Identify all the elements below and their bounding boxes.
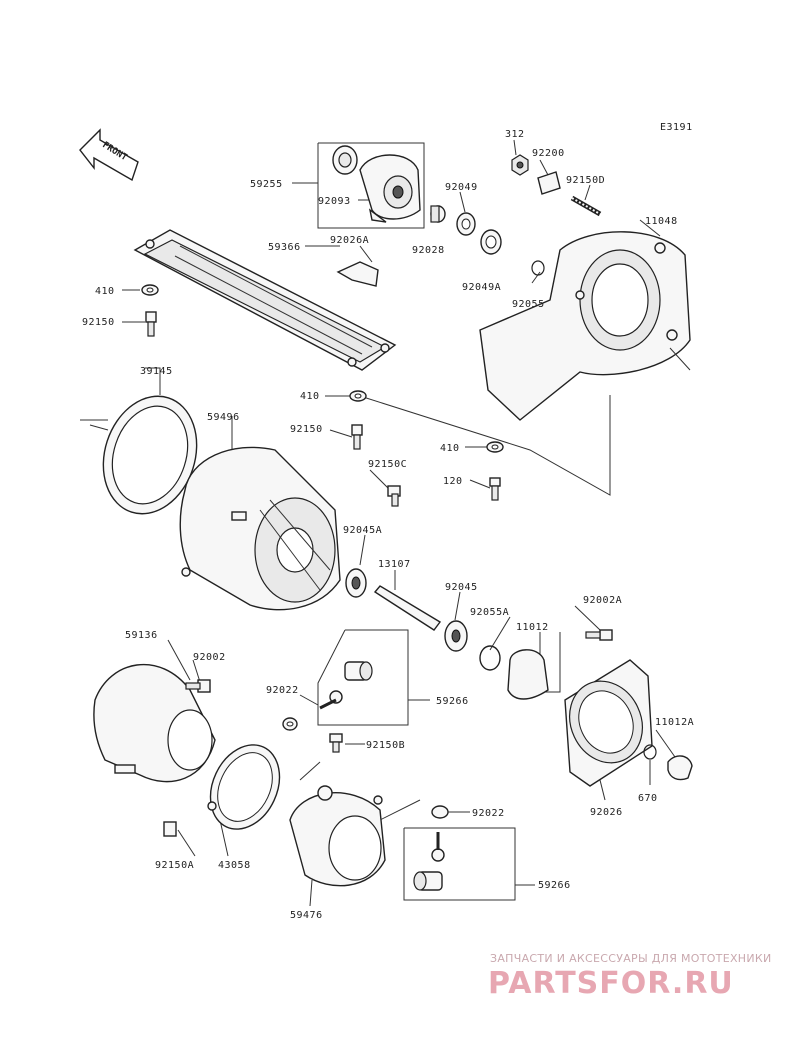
washer-410-c: [486, 441, 504, 453]
label-92200: 92200: [532, 148, 565, 159]
plate-92200: [537, 171, 561, 195]
label-92026A: 92026A: [330, 235, 369, 246]
bolt-92150-a: [145, 311, 157, 337]
plate-92026A: [336, 261, 379, 287]
label-39145: 39145: [140, 366, 173, 377]
ring-43058: [207, 744, 281, 830]
label-92028: 92028: [412, 245, 445, 256]
label-120: 120: [443, 476, 463, 487]
bolt-92150C: [387, 485, 401, 507]
bolt-92002A: [585, 629, 613, 641]
part-labels: 312 92200 92150D 11048 59255 92093 92049…: [82, 129, 694, 921]
nozzle-59136: [93, 663, 216, 783]
bearing-92045A: [345, 568, 367, 598]
label-92022-b: 92022: [472, 808, 505, 819]
label-92055A: 92055A: [470, 607, 509, 618]
label-92093: 92093: [318, 196, 351, 207]
cap-11012A: [667, 755, 693, 781]
label-92049A: 92049A: [462, 282, 501, 293]
label-59136: 59136: [125, 630, 158, 641]
watermark: ЗАПЧАСТИ И АКСЕССУАРЫ ДЛЯ МОТОТЕХНИКИ PA…: [488, 952, 772, 1001]
label-92055: 92055: [512, 299, 545, 310]
label-92150-a: 92150: [82, 317, 115, 328]
label-410-a: 410: [95, 286, 115, 297]
shaft-13107: [373, 585, 442, 631]
label-59496: 59496: [207, 412, 240, 423]
label-670: 670: [638, 793, 658, 804]
label-11012A: 11012A: [655, 717, 694, 728]
label-92150C: 92150C: [368, 459, 407, 470]
label-312: 312: [505, 129, 525, 140]
rail-59366: [133, 229, 397, 371]
cap-11012: [507, 649, 549, 700]
o-ring-92055: [531, 260, 545, 276]
ring-39145: [102, 395, 198, 515]
watermark-tagline: ЗАПЧАСТИ И АКСЕССУАРЫ ДЛЯ МОТОТЕХНИКИ: [490, 952, 772, 965]
leader-lines: [80, 139, 676, 907]
label-92150D: 92150D: [566, 175, 605, 186]
washer-410-b: [349, 390, 367, 402]
label-92045: 92045: [445, 582, 478, 593]
steering-nozzle-59476: [289, 785, 386, 887]
label-59266-a: 59266: [436, 696, 469, 707]
label-92002A: 92002A: [583, 595, 622, 606]
label-59255: 59255: [250, 179, 283, 190]
label-410-b: 410: [300, 391, 320, 402]
label-92002: 92002: [193, 652, 226, 663]
bolt-92150D: [570, 195, 602, 217]
label-59476: 59476: [290, 910, 323, 921]
diagram-code: E3191: [660, 122, 693, 133]
bolt-92150-b: [351, 424, 363, 450]
pivot-assembly-lower: [413, 805, 449, 891]
label-92049: 92049: [445, 182, 478, 193]
washer-92022-a: [282, 717, 298, 731]
label-59266-b: 59266: [538, 880, 571, 891]
label-92045A: 92045A: [343, 525, 382, 536]
bolt-92002: [185, 679, 211, 693]
washer-410-a: [141, 284, 159, 296]
spacer-92028: [430, 205, 446, 223]
label-13107: 13107: [378, 559, 411, 570]
bolt-92150A: [163, 821, 177, 837]
pivot-assembly-upper: [319, 661, 373, 710]
nut-312: [511, 154, 529, 176]
bolt-92150B: [329, 733, 343, 753]
washer-92049-2: [480, 229, 502, 255]
pump-housing-59496: [179, 446, 341, 611]
label-59366: 59366: [268, 242, 301, 253]
label-92150B: 92150B: [366, 740, 405, 751]
bearing-92045: [444, 620, 468, 652]
o-ring-670: [643, 744, 657, 760]
o-ring-92055A: [479, 645, 501, 671]
label-92150-b: 92150: [290, 424, 323, 435]
front-arrow-icon: FRONT: [79, 128, 139, 182]
washer-92049: [456, 212, 476, 236]
label-11012: 11012: [516, 622, 549, 633]
label-92150A: 92150A: [155, 860, 194, 871]
pump-cover-11048: [479, 231, 691, 421]
impeller-assembly: [332, 145, 421, 223]
cover-92026: [564, 659, 653, 787]
label-410-c: 410: [440, 443, 460, 454]
label-43058: 43058: [218, 860, 251, 871]
label-92026: 92026: [590, 807, 623, 818]
bolt-120: [489, 477, 501, 501]
watermark-logo: PARTSFOR.RU: [488, 966, 734, 1001]
label-11048: 11048: [645, 216, 678, 227]
label-92022-a: 92022: [266, 685, 299, 696]
